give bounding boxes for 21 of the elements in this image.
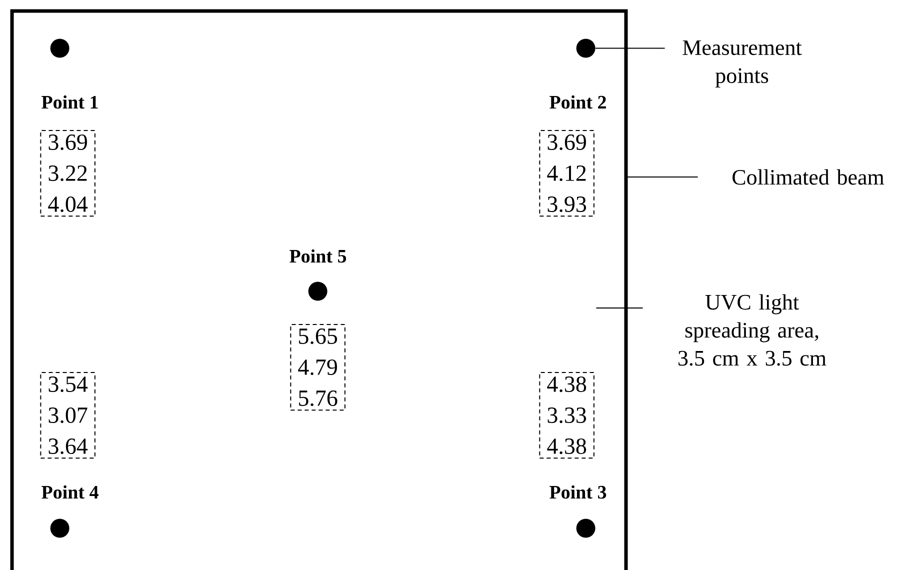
point-label: Point 5 xyxy=(290,249,346,263)
measurement-dot xyxy=(50,518,70,538)
value-box: 3.54 3.07 3.64 xyxy=(40,372,96,459)
value-box: 3.69 3.22 4.04 xyxy=(40,130,96,217)
leader-line xyxy=(595,48,666,49)
measurement-dot xyxy=(576,38,596,58)
point-label: Point 1 xyxy=(42,95,98,109)
measurement-dot xyxy=(50,38,70,58)
point-label: Point 2 xyxy=(550,95,606,109)
point-label: Point 3 xyxy=(550,485,606,499)
callout-text: Measurement points xyxy=(682,40,802,88)
callout-text: Collimated beam xyxy=(732,169,884,185)
callout-text: UVC light spreading area, 3.5 cm x 3.5 cm xyxy=(678,294,826,366)
leader-line xyxy=(626,176,698,178)
beam-frame xyxy=(10,9,628,570)
point-label: Point 4 xyxy=(42,485,98,499)
measurement-dot xyxy=(308,282,328,301)
value-box: 4.38 3.33 4.38 xyxy=(539,372,594,459)
value-box: 3.69 4.12 3.93 xyxy=(539,130,594,217)
value-box: 5.65 4.79 5.76 xyxy=(290,324,346,411)
measurement-dot xyxy=(576,518,596,538)
